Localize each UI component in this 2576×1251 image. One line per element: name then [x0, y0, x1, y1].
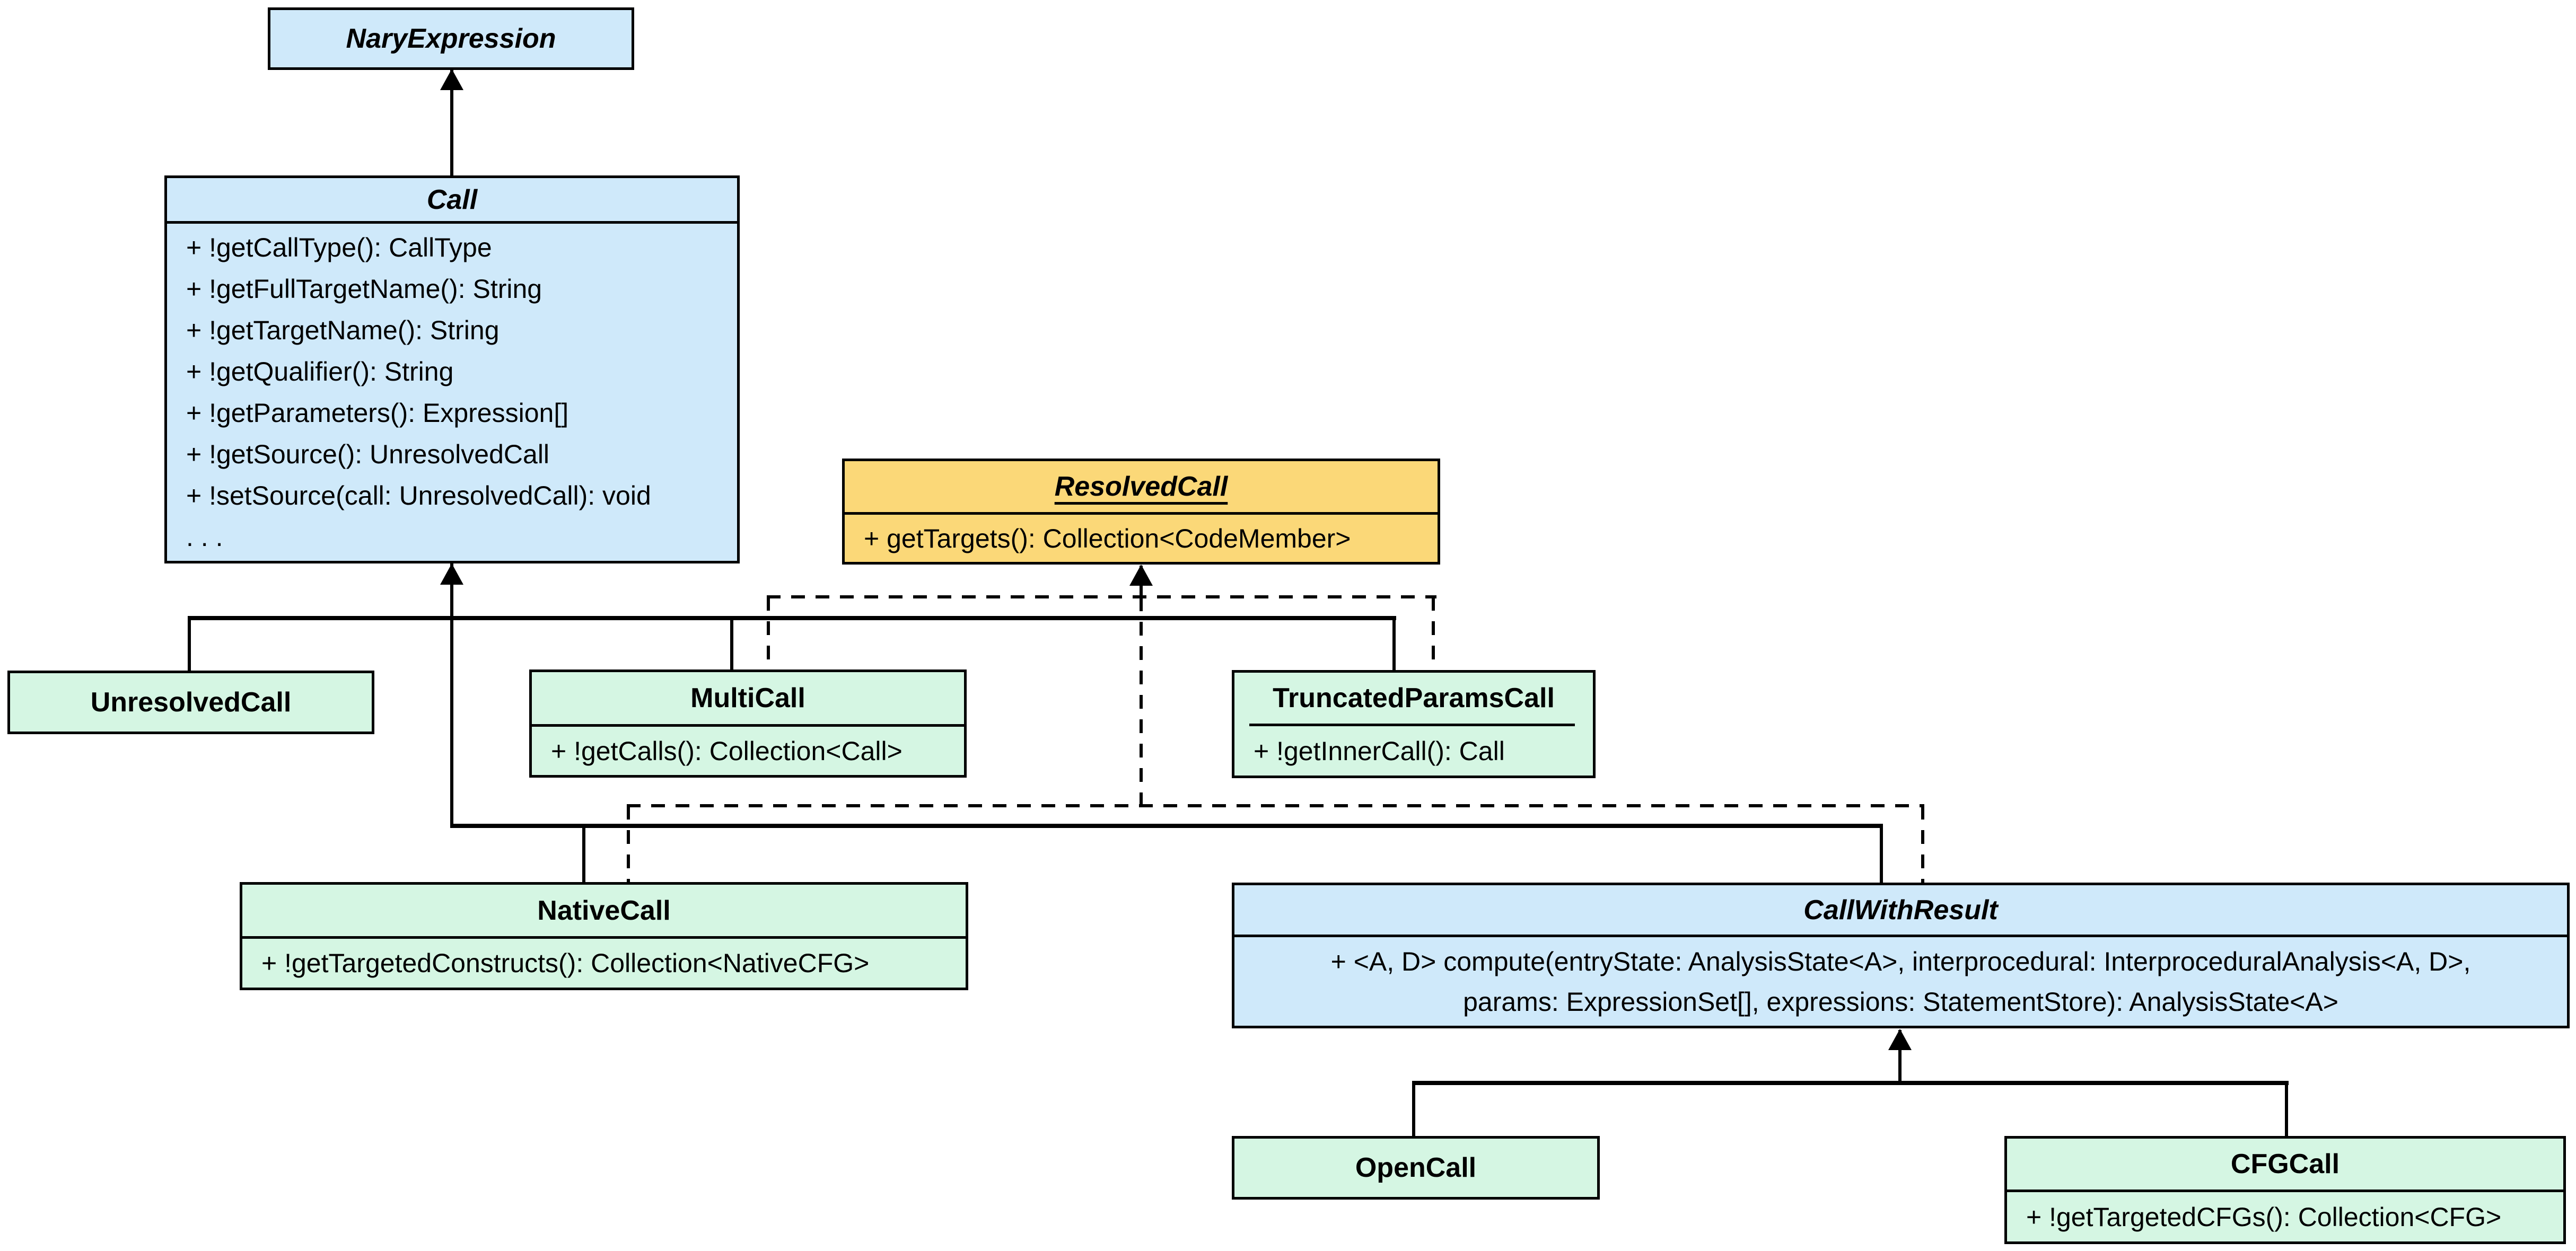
arrowhead-naryexpression [440, 69, 463, 90]
class-title: TruncatedParamsCall [1234, 673, 1593, 724]
class-box-cfgcall: CFGCall + !getTargetedCFGs(): Collection… [2004, 1136, 2566, 1244]
class-name-text: NaryExpression [346, 23, 556, 54]
class-name-text: CallWithResult [1803, 894, 1998, 926]
class-title: NativeCall [242, 885, 966, 936]
class-name-text: OpenCall [1355, 1152, 1477, 1183]
bus-call-children [189, 616, 1396, 620]
class-methods: + !getCalls(): Collection<Call> [532, 724, 964, 775]
class-box-truncatedparamscall: TruncatedParamsCall + !getInnerCall(): C… [1232, 670, 1596, 778]
class-box-multicall: MultiCall + !getCalls(): Collection<Call… [529, 669, 967, 778]
class-methods: + !getCallType(): CallType + !getFullTar… [167, 221, 737, 561]
edge-nativecall-to-call [582, 824, 585, 883]
edge-unresolvedcall-to-call [188, 616, 191, 671]
class-title: MultiCall [532, 672, 964, 724]
class-method: + !getSource(): UnresolvedCall [186, 439, 550, 469]
class-title: CallWithResult [1234, 885, 2567, 935]
arrowhead-callwithresult [1888, 1029, 1912, 1050]
edge-multicall-to-call [730, 616, 733, 670]
edge-trunk-to-call [450, 563, 453, 828]
edge-resolvedcall-lower-trunk [1140, 597, 1143, 806]
class-methods: + !getTargetedConstructs(): Collection<N… [242, 936, 966, 988]
class-box-callwithresult: CallWithResult + <A, D> compute(entrySta… [1232, 883, 2570, 1028]
class-name-text: Call [426, 184, 478, 215]
edge-truncatedparamscall-to-call [1392, 616, 1396, 671]
class-method: + !getQualifier(): String [186, 357, 454, 386]
class-method: + getTargets(): Collection<CodeMember> [864, 523, 1351, 553]
class-method: + !getCalls(): Collection<Call> [551, 736, 903, 766]
class-title: CFGCall [2007, 1139, 2563, 1190]
bus-resolvedcall-implementors [767, 595, 1436, 598]
edge-callwithresult-to-resolvedcall [1921, 806, 1924, 884]
class-name-text: CFGCall [2230, 1149, 2340, 1179]
class-methods: + <A, D> compute(entryState: AnalysisSta… [1234, 935, 2567, 1026]
edge-multicall-to-resolvedcall [767, 597, 770, 671]
class-methods: + getTargets(): Collection<CodeMember> [845, 512, 1438, 562]
class-methods: + !getInnerCall(): Call [1234, 724, 1593, 776]
class-method: + !setSource(call: UnresolvedCall): void [186, 481, 651, 510]
class-method: + !getTargetedConstructs(): Collection<N… [261, 948, 870, 978]
class-method: + !getInnerCall(): Call [1254, 736, 1505, 766]
class-name-text: MultiCall [690, 683, 805, 713]
edge-trunk-to-callwithresult [1898, 1030, 1902, 1084]
class-name-text: NativeCall [537, 895, 671, 926]
class-box-nativecall: NativeCall + !getTargetedConstructs(): C… [240, 882, 968, 990]
class-title: OpenCall [1234, 1139, 1597, 1197]
class-title: ResolvedCall [845, 461, 1438, 512]
bus-call-children-lower [450, 824, 1883, 828]
edge-cfgcall-to-callwithresult [2285, 1081, 2288, 1137]
edge-opencall-to-callwithresult [1412, 1081, 1415, 1137]
class-name-text: UnresolvedCall [90, 687, 292, 718]
class-box-opencall: OpenCall [1232, 1136, 1600, 1200]
arrowhead-call [440, 563, 463, 585]
class-methods: + !getTargetedCFGs(): Collection<CFG> [2007, 1190, 2563, 1241]
class-method: + !getTargetedCFGs(): Collection<CFG> [2026, 1202, 2502, 1232]
class-method: + !getCallType(): CallType [186, 233, 492, 262]
bus-callwithresult-children [1412, 1081, 2289, 1085]
class-method: + <A, D> compute(entryState: AnalysisSta… [1330, 946, 2471, 976]
edge-nativecall-to-resolvedcall [627, 806, 630, 883]
class-name-text: ResolvedCall [1054, 471, 1228, 502]
arrowhead-resolvedcall [1129, 565, 1153, 586]
class-title: UnresolvedCall [10, 673, 372, 732]
bus-resolvedcall-implementors-lower [627, 804, 1924, 807]
class-title: Call [167, 178, 737, 221]
class-box-resolvedcall: ResolvedCall + getTargets(): Collection<… [842, 459, 1440, 565]
class-method: + !getParameters(): Expression[] [186, 398, 569, 428]
class-method: + !getFullTargetName(): String [186, 274, 542, 304]
class-method: . . . [186, 522, 223, 552]
edge-callwithresult-to-call [1880, 824, 1883, 884]
class-title: NaryExpression [270, 10, 632, 67]
class-box-call: Call + !getCallType(): CallType + !getFu… [164, 175, 740, 563]
edge-truncatedparamscall-to-resolvedcall [1432, 597, 1435, 671]
class-method: + !getTargetName(): String [186, 315, 500, 345]
edge-call-to-naryexpression [450, 70, 453, 175]
class-method: params: ExpressionSet[], expressions: St… [1463, 986, 2338, 1017]
class-name-text: TruncatedParamsCall [1273, 683, 1555, 713]
class-box-naryexpression: NaryExpression [268, 7, 634, 70]
class-box-unresolvedcall: UnresolvedCall [7, 671, 374, 734]
